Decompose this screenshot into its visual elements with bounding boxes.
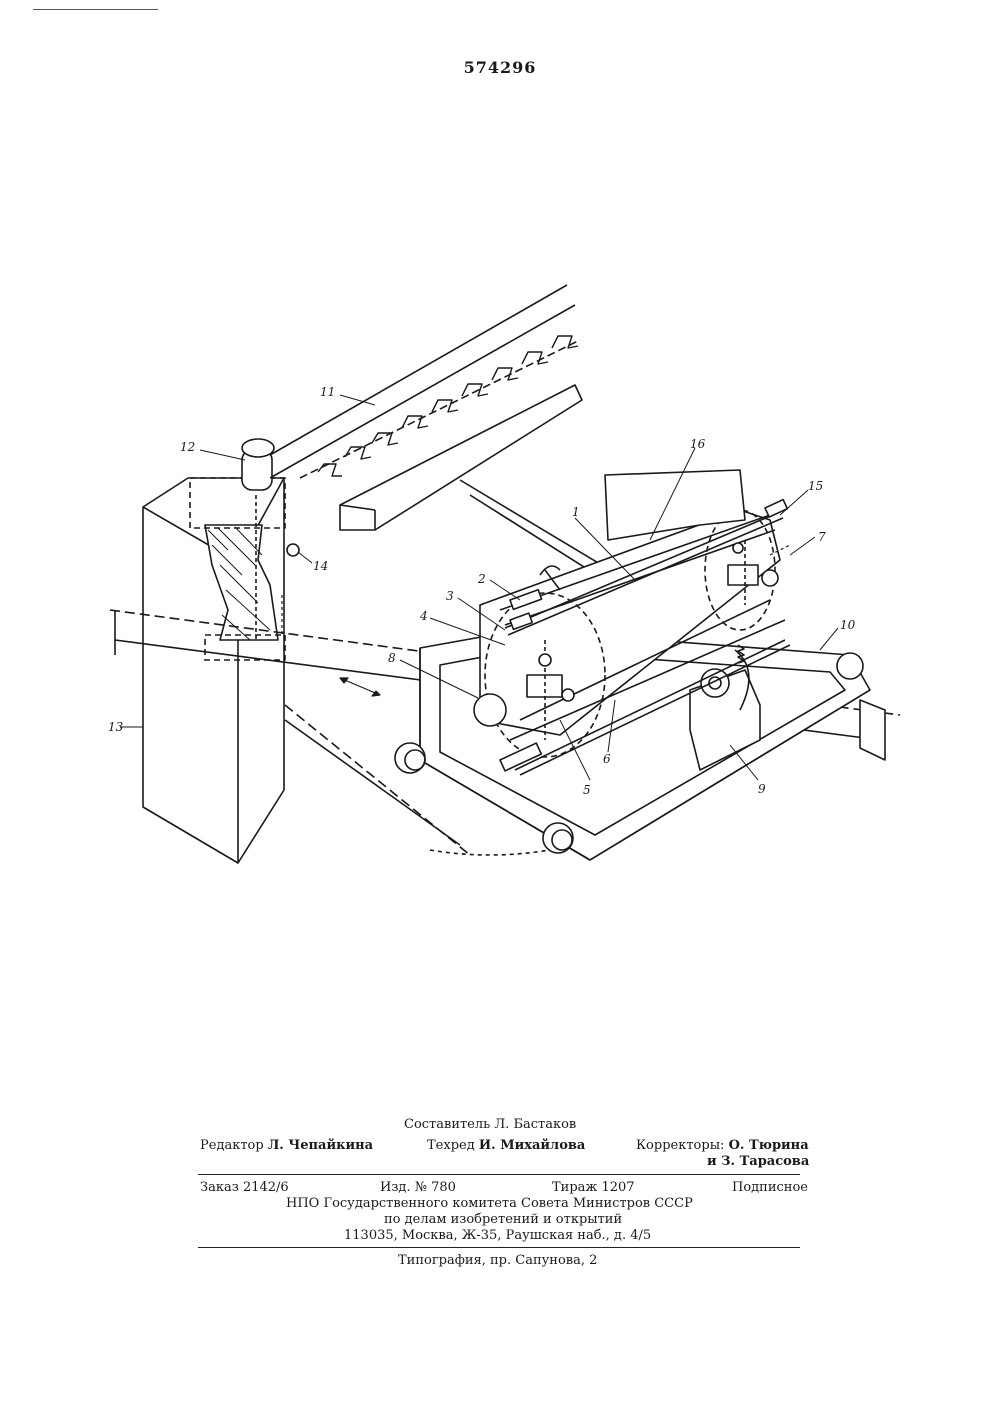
correctors: Корректоры: О. Тюрина (636, 1138, 809, 1153)
rule-top (198, 1174, 800, 1175)
techred-label: Техред (427, 1138, 475, 1153)
edition-number: Изд. № 780 (380, 1180, 456, 1195)
techred-name: И. Михайлова (479, 1138, 585, 1153)
order-number: Заказ 2142/6 (200, 1180, 289, 1195)
printer: Типография, пр. Сапунова, 2 (398, 1253, 597, 1268)
compiler: Составитель Л. Бастаков (404, 1117, 576, 1132)
org-line-2: по делам изобретений и открытий (384, 1212, 622, 1227)
org-line-1: НПО Государственного комитета Совета Мин… (286, 1196, 693, 1211)
corrector-1: О. Тюрина (729, 1138, 809, 1153)
correctors-label: Корректоры: (636, 1138, 724, 1153)
subscription: Подписное (732, 1180, 808, 1195)
editor: Редактор Л. Чепайкина (200, 1138, 373, 1153)
address: 113035, Москва, Ж-35, Раушская наб., д. … (344, 1228, 651, 1243)
corrector-2-line: и З. Тарасова (707, 1154, 809, 1169)
editor-name: Л. Чепайкина (268, 1138, 373, 1153)
editor-label: Редактор (200, 1138, 264, 1153)
corrector-2: и З. Тарасова (707, 1154, 809, 1169)
circulation: Тираж 1207 (552, 1180, 635, 1195)
techred: Техред И. Михайлова (427, 1138, 585, 1153)
rule-bottom (198, 1247, 800, 1248)
